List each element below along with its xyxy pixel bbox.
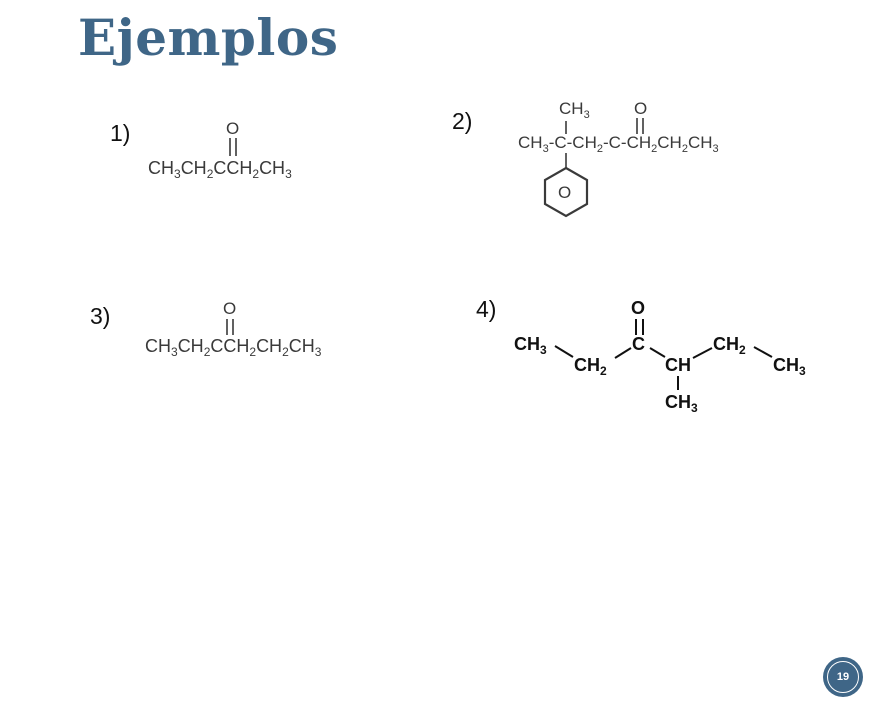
ch3-right: CH3 (773, 355, 806, 378)
example-4-structure: O CH3 CH2 C CH CH3 CH2 CH3 (514, 298, 806, 415)
bond-5 (753, 346, 773, 358)
bond-1 (554, 345, 574, 358)
page-number: 19 (827, 661, 859, 693)
carbonyl-oxygen: O (226, 119, 239, 138)
ch2-right: CH2 (713, 334, 746, 357)
bond-4 (692, 347, 713, 359)
oxygen-atom: O (631, 298, 645, 318)
condensed-formula: CH3CH2CCH2CH3 (148, 158, 292, 181)
example-2-number: 2) (452, 108, 473, 134)
condensed-formula: CH3CH2CCH2CH2CH3 (145, 336, 322, 359)
bond-2 (614, 347, 632, 359)
ch3-branch: CH3 (665, 392, 698, 415)
carbonyl-oxygen: O (634, 99, 647, 118)
bond-3 (649, 347, 666, 358)
page-number-badge: 19 (823, 657, 863, 697)
benzene-ring (543, 166, 589, 218)
carbonyl-oxygen: O (223, 299, 236, 318)
example-3-structure: O CH3CH2CCH2CH2CH3 (145, 299, 322, 359)
methyl-branch: CH3 (559, 99, 590, 121)
example-2-structure: CH3 O CH3-C-CH2-C-CH2CH2CH3 O (518, 99, 719, 218)
main-chain-formula: CH3-C-CH2-C-CH2CH2CH3 (518, 133, 719, 155)
ch3-left: CH3 (514, 334, 547, 357)
ch2-left: CH2 (574, 355, 607, 378)
ring-center-label: O (558, 183, 571, 202)
slide-title: Ejemplos (78, 8, 339, 67)
example-3-number: 3) (90, 303, 111, 329)
example-4-number: 4) (476, 296, 497, 322)
example-1-number: 1) (110, 120, 131, 146)
ch-center: CH (665, 355, 691, 375)
carbonyl-carbon: C (632, 334, 645, 354)
example-1-structure: O CH3CH2CCH2CH3 (148, 119, 292, 181)
